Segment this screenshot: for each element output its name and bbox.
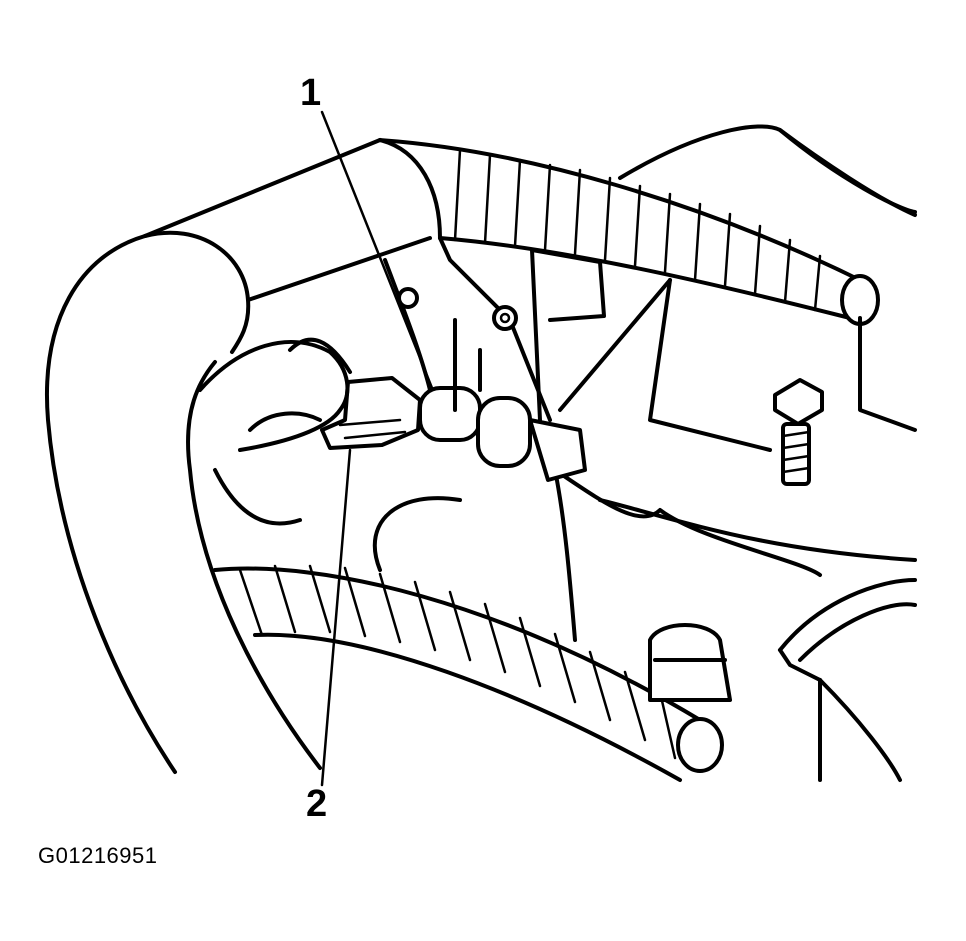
bolt: [773, 378, 824, 486]
hand: [198, 337, 352, 452]
figure-id: G01216951: [38, 843, 158, 868]
fitting: [648, 623, 732, 702]
large-hose: [45, 138, 432, 774]
callout-2: 2: [306, 783, 328, 825]
leader-lines: [320, 110, 434, 787]
electrical-connector: [320, 376, 422, 450]
callout-1: 1: [300, 72, 322, 114]
body-panel: [213, 124, 917, 642]
upper-wire-harness: [378, 138, 880, 326]
leader-line-2: [320, 448, 352, 787]
intake-duct: [778, 578, 917, 782]
leader-line-1: [320, 110, 434, 390]
fasteners: [397, 287, 518, 331]
lower-wire-harness: [213, 564, 724, 782]
sensor: [418, 318, 587, 482]
